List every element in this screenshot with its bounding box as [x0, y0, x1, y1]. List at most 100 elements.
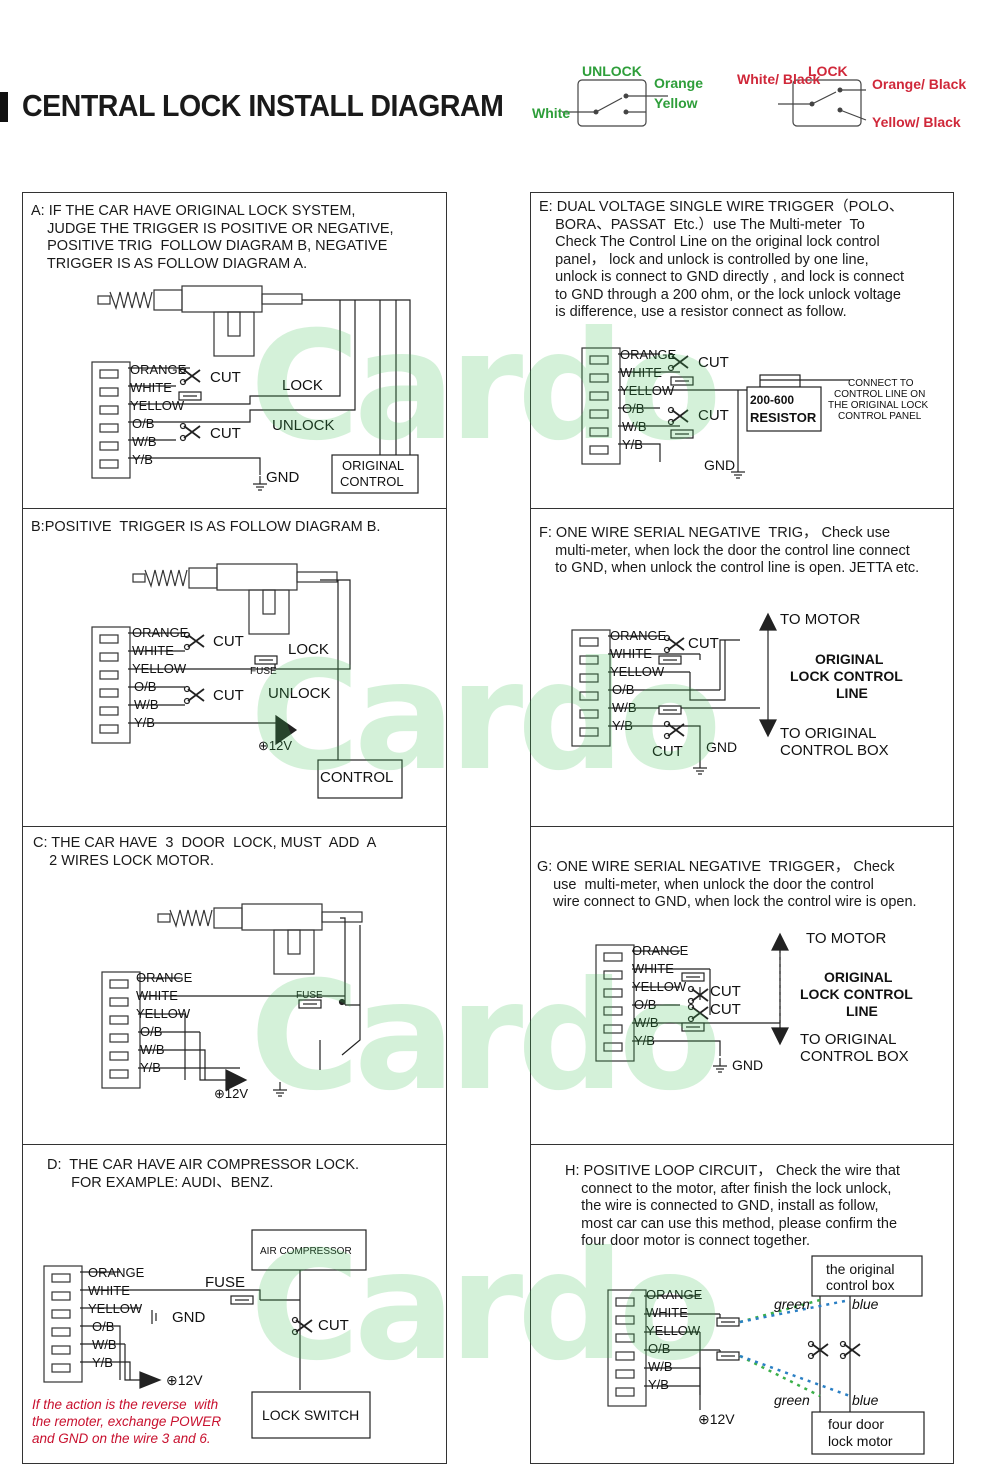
diagram-e: [581, 347, 850, 479]
diagram-b: [91, 563, 403, 799]
d-white: WHITE: [88, 1283, 130, 1298]
g-box-1: TO ORIGINAL: [800, 1031, 896, 1048]
b-ob: O/B: [134, 679, 156, 694]
panel-c-text: C: THE CAR HAVE 3 DOOR LOCK, MUST ADD A …: [33, 835, 377, 869]
h-bottom-2: lock motor: [828, 1433, 893, 1449]
d-gnd: GND: [172, 1309, 206, 1326]
f-orange: ORANGE: [610, 628, 667, 643]
a-unlock: UNLOCK: [272, 417, 335, 434]
h-yb: Y/B: [648, 1377, 669, 1392]
e-resistor-1: 200-600: [750, 393, 794, 407]
h-wb: W/B: [648, 1359, 673, 1374]
unlock-switch: UNLOCK White Orange Yellow: [532, 63, 703, 127]
lock-title: LOCK: [808, 63, 848, 79]
a-yb: Y/B: [132, 452, 153, 467]
g-cut-2: CUT: [710, 1001, 741, 1018]
e-connect-3: THE ORIGINAL LOCK: [828, 400, 929, 411]
h-green-2: green: [774, 1392, 810, 1408]
e-connect-4: CONTROL PANEL: [838, 411, 922, 422]
e-cut-2: CUT: [698, 407, 729, 424]
a-cut-1: CUT: [210, 369, 241, 386]
b-12v: ⊕12V: [258, 738, 292, 753]
b-yellow: YELLOW: [132, 661, 187, 676]
f-yb: Y/B: [612, 718, 633, 733]
c-white: WHITE: [136, 988, 178, 1003]
g-gnd: GND: [732, 1057, 763, 1073]
h-bottom-1: four door: [828, 1416, 884, 1432]
f-motor: TO MOTOR: [780, 611, 860, 628]
e-wb: W/B: [622, 419, 647, 434]
h-green-1: green: [774, 1296, 810, 1312]
diagram-f: [571, 612, 777, 775]
a-cut-2: CUT: [210, 425, 241, 442]
d-fuse: FUSE: [205, 1274, 245, 1291]
h-orange: ORANGE: [646, 1287, 703, 1302]
panel-f-text: F: ONE WIRE SERIAL NEGATIVE TRIG， Check …: [539, 525, 920, 576]
c-orange: ORANGE: [136, 970, 193, 985]
f-wb: W/B: [612, 700, 637, 715]
d-note: If the action is the reverse with the re…: [32, 1397, 222, 1446]
a-orange: ORANGE: [130, 362, 187, 377]
f-ob: O/B: [612, 682, 634, 697]
f-line-3: LINE: [836, 685, 868, 701]
g-cut-1: CUT: [710, 983, 741, 1000]
a-box-2: CONTROL: [340, 474, 404, 489]
e-white: WHITE: [620, 365, 662, 380]
a-ob: O/B: [132, 416, 154, 431]
lock-left-label: White/ Black: [737, 71, 820, 87]
d-ob: O/B: [92, 1319, 114, 1334]
d-air: AIR COMPRESSOR: [260, 1246, 352, 1257]
c-yellow: YELLOW: [136, 1006, 191, 1021]
lock-orange-label: Orange/ Black: [872, 76, 966, 92]
g-line-2: LOCK CONTROL: [800, 986, 913, 1002]
panel-h-text: H: POSITIVE LOOP CIRCUIT， Check the wire…: [565, 1163, 900, 1249]
h-top-1: the original: [826, 1261, 895, 1277]
panel-e-text: E: DUAL VOLTAGE SINGLE WIRE TRIGGER（POLO…: [539, 199, 905, 320]
b-cut-2: CUT: [213, 687, 244, 704]
g-line-1: ORIGINAL: [824, 969, 893, 985]
unlock-title: UNLOCK: [582, 63, 642, 79]
f-white: WHITE: [610, 646, 652, 661]
h-yellow: YELLOW: [646, 1323, 701, 1338]
h-blue-1: blue: [852, 1296, 879, 1312]
c-fuse: FUSE: [296, 990, 323, 1001]
g-yb: Y/B: [634, 1033, 655, 1048]
e-resistor-2: RESISTOR: [750, 410, 817, 425]
f-box-2: CONTROL BOX: [780, 742, 889, 759]
e-yellow: YELLOW: [620, 383, 675, 398]
f-line-2: LOCK CONTROL: [790, 668, 903, 684]
title-marker: [0, 92, 8, 122]
diagram-labels: ORANGE WHITE YELLOW O/B W/B Y/B CUT CUT …: [88, 347, 929, 1449]
panel-d-text: D: THE CAR HAVE AIR COMPRESSOR LOCK. FOR…: [47, 1157, 360, 1191]
lock-switch: LOCK White/ Black Orange/ Black Yellow/ …: [737, 63, 966, 130]
a-wb: W/B: [132, 434, 157, 449]
diagram-h: [607, 1255, 925, 1455]
a-lock: LOCK: [282, 377, 323, 394]
a-white: WHITE: [130, 380, 172, 395]
g-box-2: CONTROL BOX: [800, 1048, 909, 1065]
e-gnd: GND: [704, 457, 735, 473]
b-yb: Y/B: [134, 715, 155, 730]
header-switches: UNLOCK White Orange Yellow LOCK White/ B…: [532, 63, 966, 130]
a-gnd: GND: [266, 469, 300, 486]
lock-yellow-label: Yellow/ Black: [872, 114, 961, 130]
diagram-d: [43, 1229, 371, 1439]
h-ob: O/B: [648, 1341, 670, 1356]
d-orange: ORANGE: [88, 1265, 145, 1280]
h-blue-2: blue: [852, 1392, 879, 1408]
b-box: CONTROL: [320, 769, 393, 786]
panel-h: H: POSITIVE LOOP CIRCUIT， Check the wire…: [530, 1144, 954, 1464]
e-orange: ORANGE: [620, 347, 677, 362]
c-yb: Y/B: [140, 1060, 161, 1075]
d-cut: CUT: [318, 1317, 349, 1334]
panel-f: F: ONE WIRE SERIAL NEGATIVE TRIG， Check …: [530, 508, 954, 828]
e-connect-2: CONTROL LINE ON: [834, 389, 925, 400]
g-ob: O/B: [634, 997, 656, 1012]
h-top-2: control box: [826, 1277, 894, 1293]
e-cut-1: CUT: [698, 354, 729, 371]
f-cut-1: CUT: [688, 635, 719, 652]
c-ob: O/B: [140, 1024, 162, 1039]
panel-g-text: G: ONE WIRE SERIAL NEGATIVE TRIGGER， Che…: [537, 859, 917, 910]
unlock-left-label: White: [532, 105, 570, 121]
